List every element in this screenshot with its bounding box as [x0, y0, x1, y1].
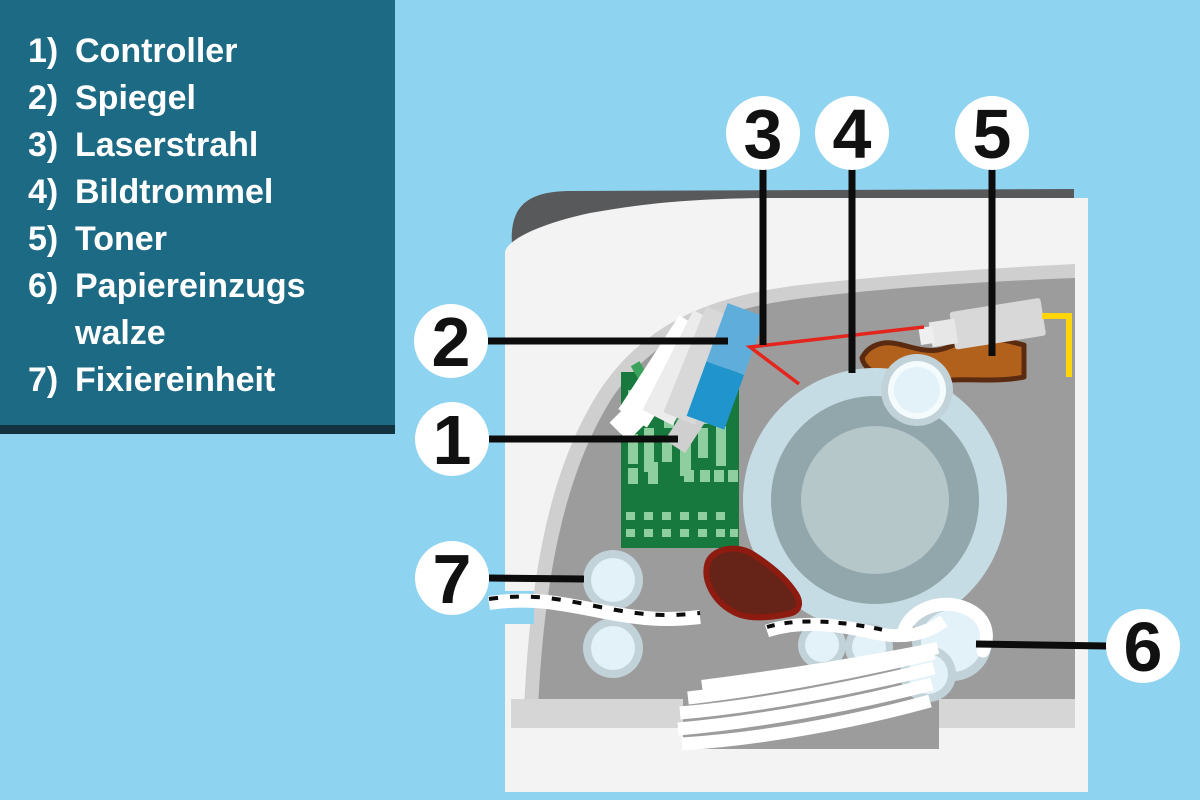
power-cable	[1042, 313, 1072, 377]
legend-item-label: Controller	[75, 28, 387, 75]
mirror-blue-strip	[686, 303, 766, 430]
callout-4-number: 4	[833, 95, 872, 173]
legend-item: 7) Fixiereinheit	[28, 357, 387, 404]
toner-waste-blob	[703, 545, 803, 621]
legend-item-label: Toner	[75, 216, 387, 263]
callout-7-number: 7	[433, 540, 472, 618]
legend-item-line: Spiegel	[75, 79, 196, 117]
legend-item-line: Controller	[75, 32, 238, 70]
legend-item-label: Papiereinzugs walze	[75, 263, 387, 357]
callout-lines	[488, 168, 1108, 650]
callout-6-number: 6	[1124, 608, 1163, 686]
legend-item-line: Papiereinzugs	[75, 267, 306, 305]
callout-line-6	[975, 640, 1108, 650]
legend-panel: 1) Controller 2) Spiegel 3) Laserstrahl 4) Bild…	[0, 0, 395, 434]
legend-item-number: 6)	[28, 267, 59, 305]
legend-item-label: Spiegel	[75, 75, 387, 122]
legend-item-number: 2)	[28, 79, 59, 117]
legend-item-number: 7)	[28, 361, 59, 399]
callout-4: 4	[815, 95, 889, 173]
legend-item-number: 1)	[28, 32, 59, 70]
legend-item-label: Laserstrahl	[75, 122, 387, 169]
legend-item-line: walze	[75, 314, 166, 352]
legend-item-label: Bildtrommel	[75, 169, 387, 216]
callout-line-7	[488, 574, 585, 583]
legend-list: 1) Controller 2) Spiegel 3) Laserstrahl 4) Bild…	[0, 0, 395, 404]
callout-3-number: 3	[744, 95, 783, 173]
callout-7: 7	[415, 540, 489, 618]
callout-2-number: 2	[432, 303, 471, 381]
laser-beam	[745, 325, 925, 386]
legend-item-label: Fixiereinheit	[75, 357, 387, 404]
legend-item: 5) Toner	[28, 216, 387, 263]
legend-item-line: Toner	[75, 220, 167, 258]
legend-item: 6) Papiereinzugs walze	[28, 263, 387, 357]
fuser-rollers	[583, 550, 643, 678]
drum-top-roller	[881, 354, 953, 426]
legend-item-line: Laserstrahl	[75, 126, 259, 164]
legend-item-number: 5)	[28, 220, 59, 258]
legend-item: 2) Spiegel	[28, 75, 387, 122]
fuser-paper	[487, 593, 701, 626]
laser-unit	[918, 298, 1046, 350]
callout-2: 2	[414, 303, 488, 381]
callout-5-number: 5	[973, 95, 1012, 173]
callout-6: 6	[1106, 608, 1180, 686]
callout-3: 3	[726, 95, 800, 173]
paper-stack	[677, 642, 940, 751]
callout-1-number: 1	[433, 401, 472, 479]
legend-item: 1) Controller	[28, 28, 387, 75]
mirror-assembly	[609, 303, 766, 454]
legend-item-line: Bildtrommel	[75, 173, 274, 211]
legend-item-line: Fixiereinheit	[75, 361, 276, 399]
image-drum	[743, 368, 1007, 632]
paper-guide	[896, 597, 993, 658]
callout-1: 1	[415, 401, 489, 479]
legend-item: 4) Bildtrommel	[28, 169, 387, 216]
callout-5: 5	[955, 95, 1029, 173]
legend-item: 3) Laserstrahl	[28, 122, 387, 169]
legend-item-number: 3)	[28, 126, 59, 164]
transfer-paper	[764, 615, 948, 643]
legend-item-number: 4)	[28, 173, 59, 211]
